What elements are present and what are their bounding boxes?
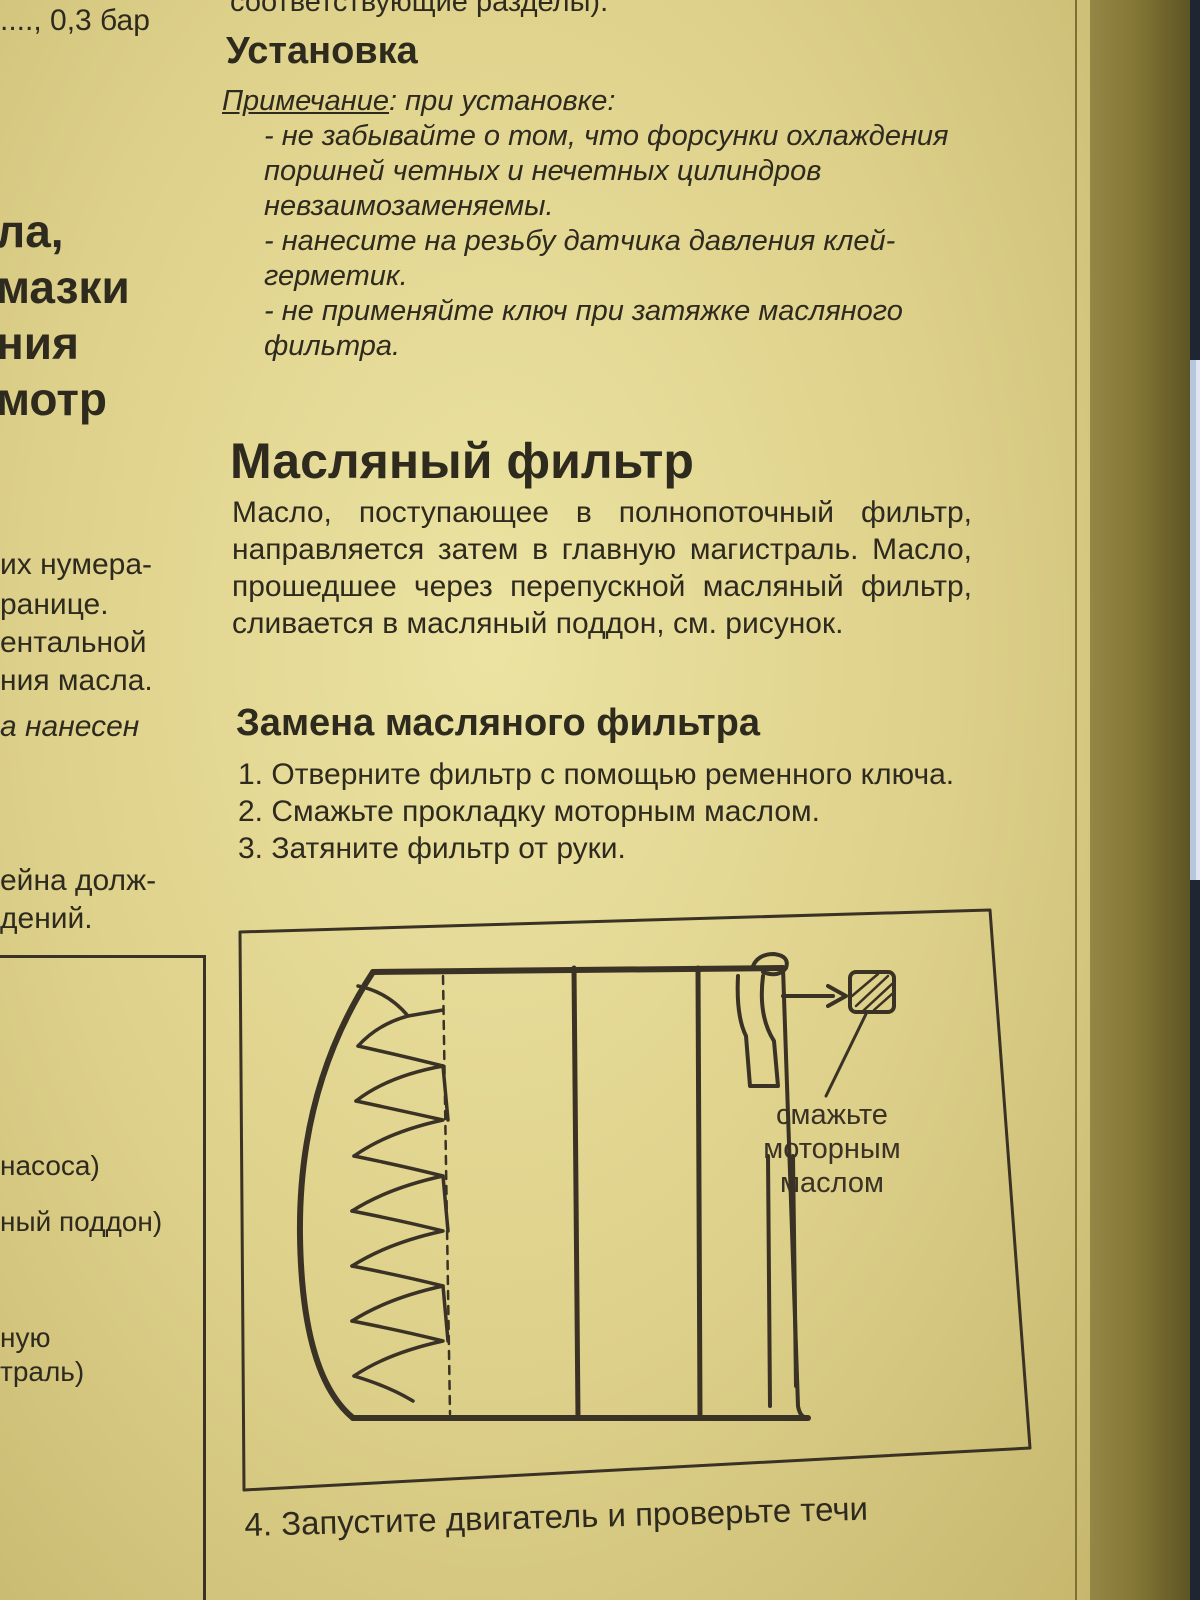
left-top-value: ...., 0,3 бар [0, 4, 150, 37]
gasket-hatch [850, 972, 894, 1012]
left-box-label-1: насоса) [0, 1150, 100, 1181]
manual-page: ...., 0,3 бар ла, мазки ния мотр их нуме… [0, 0, 1090, 1600]
filter-center-line [441, 974, 452, 1416]
oil-filter-diagram: смажьте моторным маслом [238, 908, 1032, 1492]
left-text-line-6: ейна долж- [0, 864, 157, 897]
install-note: Примечание: при установке: - не забывайт… [222, 84, 982, 364]
filter-inner-wall-1 [571, 965, 581, 1421]
left-text-line-3: ентальной [0, 626, 147, 659]
filter-pleats [350, 984, 450, 1403]
gasket-detail [848, 970, 896, 1014]
left-text-line-2: ранице. [0, 588, 109, 621]
diagram-label-line-3: маслом [780, 1167, 884, 1199]
install-heading: Установка [226, 30, 418, 72]
diagram-frame [238, 908, 1032, 1492]
step-item: 2. Смажьте прокладку моторным маслом. [238, 795, 820, 828]
left-box-label-3: ную [0, 1322, 51, 1353]
step-item-4: 4. Запустите двигатель и проверьте течи [244, 1489, 869, 1543]
left-text-line-5: а нанесен [0, 710, 140, 743]
page-fold-line [1075, 0, 1077, 1600]
left-heading-line-2: мазки [0, 261, 130, 313]
filter-neck [735, 974, 780, 1088]
left-text-line-4: ния масла. [0, 664, 153, 697]
oil-filter-paragraph: Масло, поступающее в полнопоточный фильт… [232, 494, 972, 642]
note-item: - нанесите на резьбу датчика давления кл… [264, 225, 896, 292]
arrow-head [826, 984, 848, 1008]
step-item: 1. Отверните фильтр с помощью ременного … [238, 758, 955, 791]
replace-steps-list: 1. Отверните фильтр с помощью ременного … [238, 756, 988, 867]
diagram-label-line-2: моторным [763, 1133, 900, 1165]
label-leader-line [824, 1012, 868, 1098]
diagram-label-line-1: смажьте [776, 1099, 888, 1131]
left-figure-box [0, 955, 206, 1600]
top-cut-text: соответствующие разделы). [230, 0, 609, 18]
filter-gasket [751, 952, 789, 977]
oil-filter-heading: Масляный фильтр [230, 433, 694, 489]
left-heading-line-4: мотр [0, 373, 108, 425]
left-text-line-1: их нумера- [0, 548, 152, 581]
filter-outer-wall [781, 966, 810, 1420]
left-heading-line-1: ла, [0, 205, 64, 257]
step-item: 3. Затяните фильтр от руки. [238, 832, 626, 865]
left-box-label-2: ный поддон) [0, 1206, 163, 1237]
replace-filter-heading: Замена масляного фильтра [236, 702, 761, 744]
filter-body-lines [766, 1154, 798, 1408]
filter-inner-wall-2 [695, 965, 703, 1419]
filter-top-edge [370, 965, 786, 975]
left-heading-line-3: ния [0, 317, 79, 369]
oil-filter-text: Масло, поступающее в полнопоточный фильт… [232, 496, 972, 640]
note-item: - не применяйте ключ при затяжке масляно… [264, 295, 903, 362]
note-item: - не забывайте о том, что форсунки охлаж… [264, 120, 949, 222]
note-label: Примечание [222, 85, 390, 117]
left-box-label-4: траль) [0, 1356, 85, 1387]
note-intro: : при установке: [389, 85, 616, 117]
left-text-line-7: дений. [0, 902, 93, 935]
filter-dome [296, 969, 376, 1421]
